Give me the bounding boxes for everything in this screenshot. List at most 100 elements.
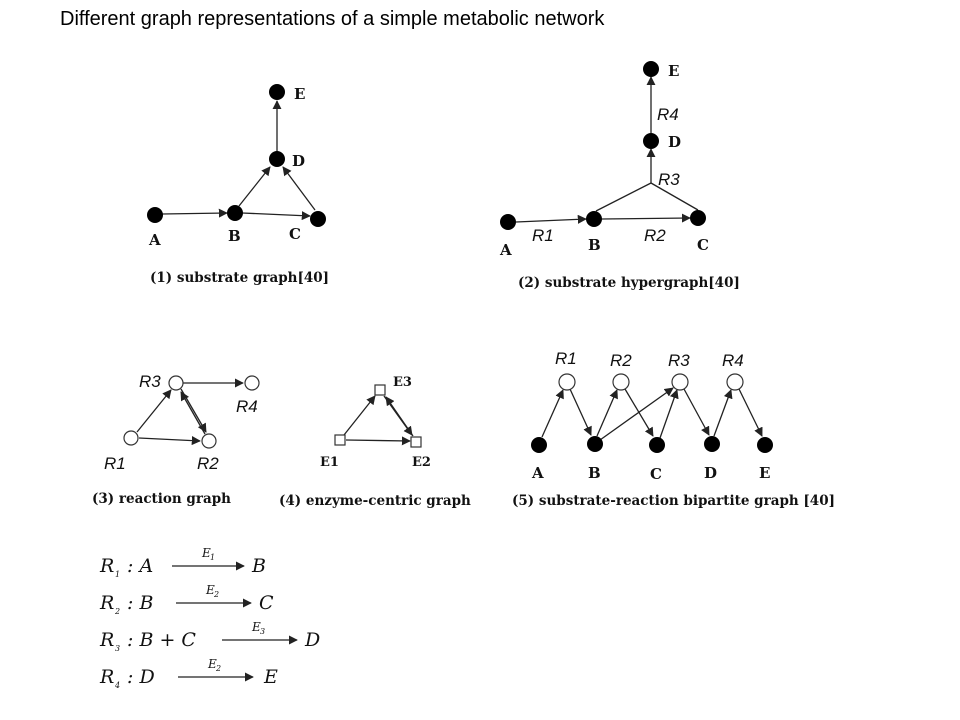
label-r3: R3 — [658, 170, 680, 189]
label-a: A — [499, 241, 512, 259]
node-a — [147, 207, 163, 223]
label-d: D — [704, 464, 717, 482]
eq-reaction-sub: 1 — [115, 570, 120, 579]
edge-c-r3 — [659, 389, 679, 439]
label-r1: R1 — [104, 454, 126, 473]
equation-r4: R 4 : D E 2 E — [99, 657, 278, 690]
equation-r2: R 2 : B E 2 C — [99, 583, 274, 616]
label-e: E — [294, 85, 305, 103]
eq-lhs: : A — [127, 555, 153, 577]
eq-enzyme-sub: 2 — [213, 590, 219, 599]
node-e — [643, 61, 659, 77]
label-c: C — [697, 236, 709, 254]
eq-reaction: R — [99, 629, 114, 651]
label-c: C — [289, 225, 301, 243]
edge-d-r4 — [713, 389, 733, 437]
edge-e2-e3 — [385, 396, 414, 437]
panel-reaction-graph: R1 R2 R3 R4 (3) reaction graph — [92, 372, 260, 507]
caption-enzyme-centric-graph: (4) enzyme-centric graph — [279, 493, 471, 509]
node-e3 — [374, 384, 386, 396]
edge-r4-e — [738, 388, 763, 437]
eq-reaction-sub: 4 — [114, 681, 120, 690]
edge-r3-d — [683, 388, 710, 436]
node-b — [586, 211, 602, 227]
label-d: D — [292, 152, 305, 170]
node-a — [500, 214, 516, 230]
edge-b-r2 — [596, 389, 618, 437]
eq-enzyme: E — [207, 657, 217, 671]
hyperedge-b — [595, 182, 652, 212]
label-e2: E2 — [412, 455, 431, 470]
edge-a-b — [515, 214, 587, 224]
eq-enzyme-sub: 3 — [260, 627, 265, 636]
node-r2 — [612, 373, 630, 391]
node-c — [310, 211, 326, 227]
node-d — [643, 133, 659, 149]
label-r4: R4 — [722, 351, 744, 370]
label-r3: R3 — [668, 351, 690, 370]
label-e: E — [668, 62, 679, 80]
edge-e1-e3 — [343, 395, 376, 436]
eq-enzyme: E — [205, 583, 215, 597]
label-r4: R4 — [236, 397, 258, 416]
eq-enzyme: E — [201, 546, 211, 560]
edge-b-c — [241, 211, 311, 221]
eq-rhs: E — [263, 666, 278, 688]
label-b: B — [588, 236, 601, 254]
eq-rhs: D — [304, 629, 320, 651]
edge-e1-e2 — [345, 436, 411, 446]
eq-reaction-sub: 2 — [114, 607, 120, 616]
node-r1 — [123, 430, 139, 446]
node-r3 — [671, 373, 689, 391]
label-r1: R1 — [532, 226, 554, 245]
node-b — [587, 436, 603, 452]
node-d — [269, 151, 285, 167]
edge-b-r3 — [599, 387, 674, 441]
label-r2: R2 — [197, 454, 219, 473]
eq-enzyme-sub: 2 — [215, 664, 221, 673]
node-e — [269, 84, 285, 100]
node-e1 — [334, 434, 346, 446]
panel-substrate-graph: A B C D E (1) substrate graph[40] — [147, 84, 329, 286]
eq-rhs: C — [259, 592, 274, 614]
node-r4 — [244, 375, 260, 391]
label-a: A — [531, 464, 544, 482]
node-c — [649, 437, 665, 453]
label-b: B — [228, 227, 241, 245]
eq-lhs: : B + C — [127, 629, 196, 651]
edge-r2-r3 — [180, 391, 206, 435]
label-a: A — [148, 231, 161, 249]
node-e2 — [410, 436, 422, 448]
edge-r1-r3 — [136, 389, 172, 433]
panel-enzyme-centric-graph: E1 E2 E3 (4) enzyme-centric graph — [279, 375, 471, 509]
reaction-equations: R 1 : A E 1 B R 2 : B E 2 C R 3 : B + C … — [99, 546, 320, 690]
label-e3: E3 — [393, 375, 412, 390]
label-e1: E1 — [320, 455, 339, 470]
panel-bipartite-graph: R1 R2 R3 R4 A B C D E (5) substrate-reac… — [512, 349, 835, 509]
node-a — [531, 437, 547, 453]
eq-reaction: R — [99, 555, 114, 577]
edge-r1-r2 — [138, 436, 201, 446]
label-b: B — [588, 464, 601, 482]
node-b — [227, 205, 243, 221]
equation-r3: R 3 : B + C E 3 D — [99, 620, 320, 653]
eq-enzyme: E — [251, 620, 261, 634]
node-r2 — [201, 433, 217, 449]
eq-reaction: R — [99, 666, 114, 688]
edge-c-d — [282, 166, 316, 211]
eq-reaction: R — [99, 592, 114, 614]
slide-title: Different graph representations of a sim… — [60, 8, 605, 30]
eq-lhs: : D — [127, 666, 155, 688]
edge-r1-b — [569, 388, 592, 436]
node-r4 — [726, 373, 744, 391]
label-r2: R2 — [644, 226, 666, 245]
caption-substrate-graph: (1) substrate graph[40] — [150, 270, 329, 286]
caption-bipartite-graph: (5) substrate-reaction bipartite graph [… — [512, 493, 835, 509]
caption-reaction-graph: (3) reaction graph — [92, 491, 231, 507]
edge-b-c — [601, 213, 691, 223]
node-r3 — [168, 375, 184, 391]
caption-substrate-hypergraph: (2) substrate hypergraph[40] — [518, 275, 740, 291]
label-r4: R4 — [657, 105, 679, 124]
node-c — [690, 210, 706, 226]
